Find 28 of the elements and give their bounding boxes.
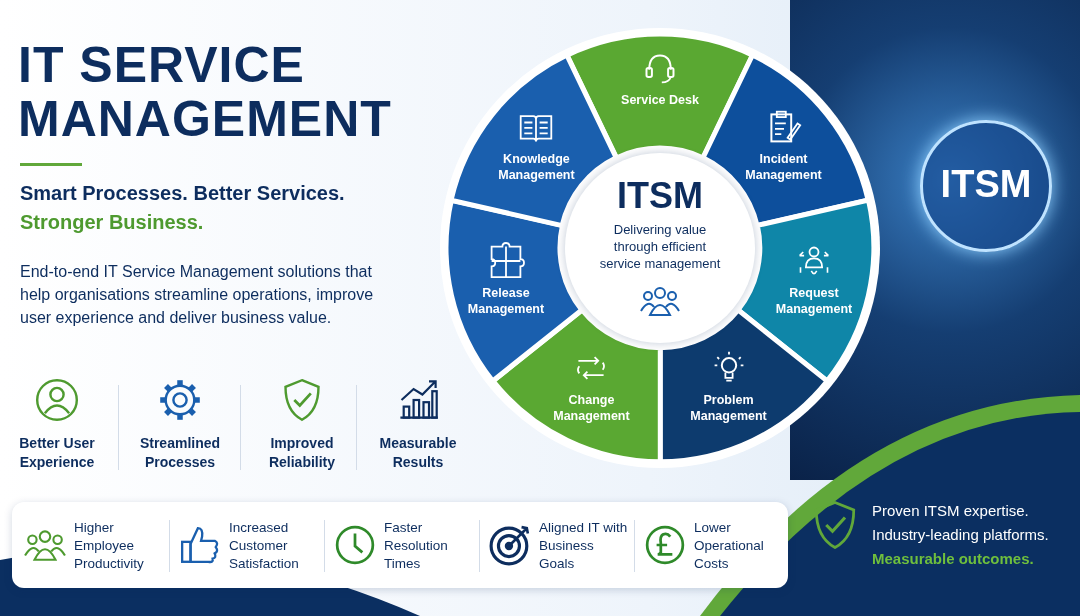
tagline: Industry-leading platforms.	[872, 526, 1049, 543]
tagline: Measurable outcomes.	[872, 550, 1034, 567]
benefit-label: Improved Reliability	[267, 434, 337, 472]
benefit-label: Lower Operational Costs	[694, 519, 765, 573]
subtitle: Smart Processes. Better Services.	[20, 182, 345, 205]
intro-paragraph: End-to-end IT Service Management solutions that help organisations streamline operations, improve user experience and deliver business value.	[20, 262, 375, 328]
hub-text: Delivering value through efficient service management	[598, 221, 722, 272]
ring-label: ITSM	[939, 163, 1033, 206]
benefit-label: Increased Customer Satisfaction	[229, 519, 300, 573]
benefit-label: Streamlined Processes	[138, 434, 222, 472]
benefit-label: Faster Resolution Times	[384, 519, 449, 573]
segment-label: Service Desk	[620, 92, 700, 108]
tagline: Proven ITSM expertise.	[872, 502, 1029, 519]
wheel-segment	[446, 200, 582, 382]
benefit-label: Aligned IT with Business Goals	[539, 519, 629, 573]
benefit-label: Higher Employee Productivity	[74, 519, 145, 573]
title: IT SERVICE MANAGEMENT	[18, 38, 393, 146]
benefit-label: Better User Experience	[18, 434, 96, 472]
benefit-label: Measurable Results	[378, 434, 458, 472]
wheel-segment	[451, 55, 617, 226]
segment-label: Incident Management	[744, 151, 823, 184]
glowing-ring	[920, 120, 1052, 252]
segment-label: Release Management	[466, 285, 546, 318]
segment-label: Change Management	[552, 392, 631, 425]
segment-label: Request Management	[774, 285, 854, 318]
subtitle: Stronger Business.	[20, 211, 204, 234]
segment-label: Problem Management	[689, 392, 768, 425]
segment-label: Knowledge Management	[497, 151, 576, 184]
